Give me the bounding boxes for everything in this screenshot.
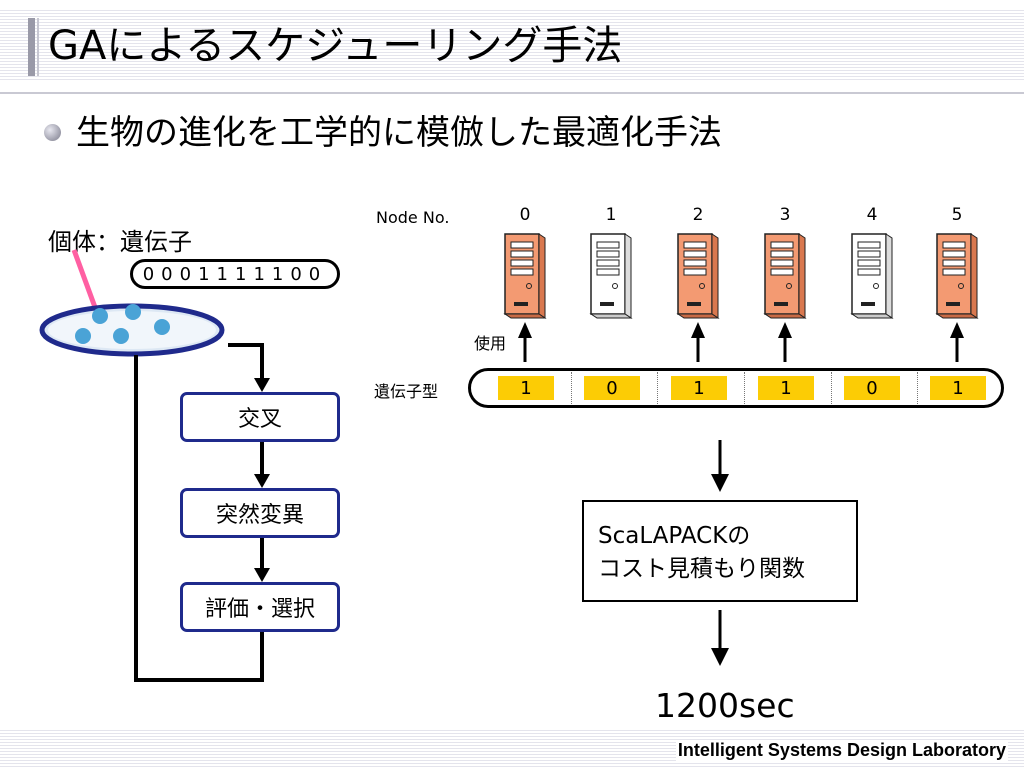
loop-line (228, 343, 264, 380)
crossover-box: 交叉 (180, 392, 340, 442)
use-label: 使用 (474, 334, 507, 353)
gene-cell: 1 (498, 376, 554, 400)
node-number: 0 (519, 205, 531, 225)
node-number: 3 (779, 205, 791, 225)
title-background (0, 10, 1024, 80)
individual-dot (92, 308, 108, 324)
gene-cell: 0 (584, 376, 640, 400)
server-icon (935, 233, 979, 319)
bullet-text: 生物の進化を工学的に模倣した最適化手法 (76, 113, 722, 153)
gene-cell: 0 (844, 376, 900, 400)
server-icon (850, 233, 894, 319)
server-icon (676, 233, 720, 319)
individual-dot (125, 304, 141, 320)
title-accent-bar (28, 18, 35, 76)
arrow-up-icon (778, 322, 792, 362)
evaluation-selection-box: 評価・選択 (180, 582, 340, 632)
node-number: 4 (866, 205, 878, 225)
gene-separator (917, 372, 918, 404)
node-header: Node No. (376, 208, 450, 227)
title-accent-line (37, 18, 39, 76)
gene-cell: 1 (671, 376, 727, 400)
server-icon (589, 233, 633, 319)
arrow-down-icon (254, 474, 270, 488)
genotype-label: 遺伝子型 (374, 382, 439, 401)
gene-separator (831, 372, 832, 404)
node-number: 2 (692, 205, 704, 225)
cost-line-1: ScaLAPACKの (598, 523, 751, 549)
arrow-down-icon (711, 648, 729, 666)
server-icon (503, 233, 547, 319)
gene-separator (571, 372, 572, 404)
bullet-icon (44, 124, 61, 141)
arrow-down-icon (711, 474, 729, 492)
pointer-line (71, 249, 99, 311)
arrow-down-icon (254, 378, 270, 392)
individual-dot (75, 328, 91, 344)
server-row (503, 233, 979, 319)
gene-cell: 1 (758, 376, 814, 400)
chromosome-bar (468, 368, 1004, 408)
cost-function-box: ScaLAPACKの コスト見積もり関数 (582, 500, 858, 602)
arrow-down-icon (254, 568, 270, 582)
mutation-box: 突然変異 (180, 488, 340, 538)
slide-title: GAによるスケジューリング手法 (48, 23, 623, 69)
individual-dot (154, 319, 170, 335)
gene-cell: 1 (930, 376, 986, 400)
result-time: 1200sec (655, 686, 795, 725)
node-number: 5 (951, 205, 963, 225)
server-icon (763, 233, 807, 319)
individual-dot (113, 328, 129, 344)
arrow-up-icon (691, 322, 705, 362)
loop-return-line (134, 355, 264, 682)
footer-lab-name: Intelligent Systems Design Laboratory (675, 740, 1008, 761)
gene-separator (744, 372, 745, 404)
node-number: 1 (605, 205, 617, 225)
use-arrows (518, 322, 964, 362)
cost-line-2: コスト見積もり関数 (598, 556, 805, 582)
gene-separator (657, 372, 658, 404)
gene-string: 0001111100 (130, 259, 340, 289)
arrow-up-icon (950, 322, 964, 362)
arrow-up-icon (518, 322, 532, 362)
title-divider (0, 92, 1024, 94)
